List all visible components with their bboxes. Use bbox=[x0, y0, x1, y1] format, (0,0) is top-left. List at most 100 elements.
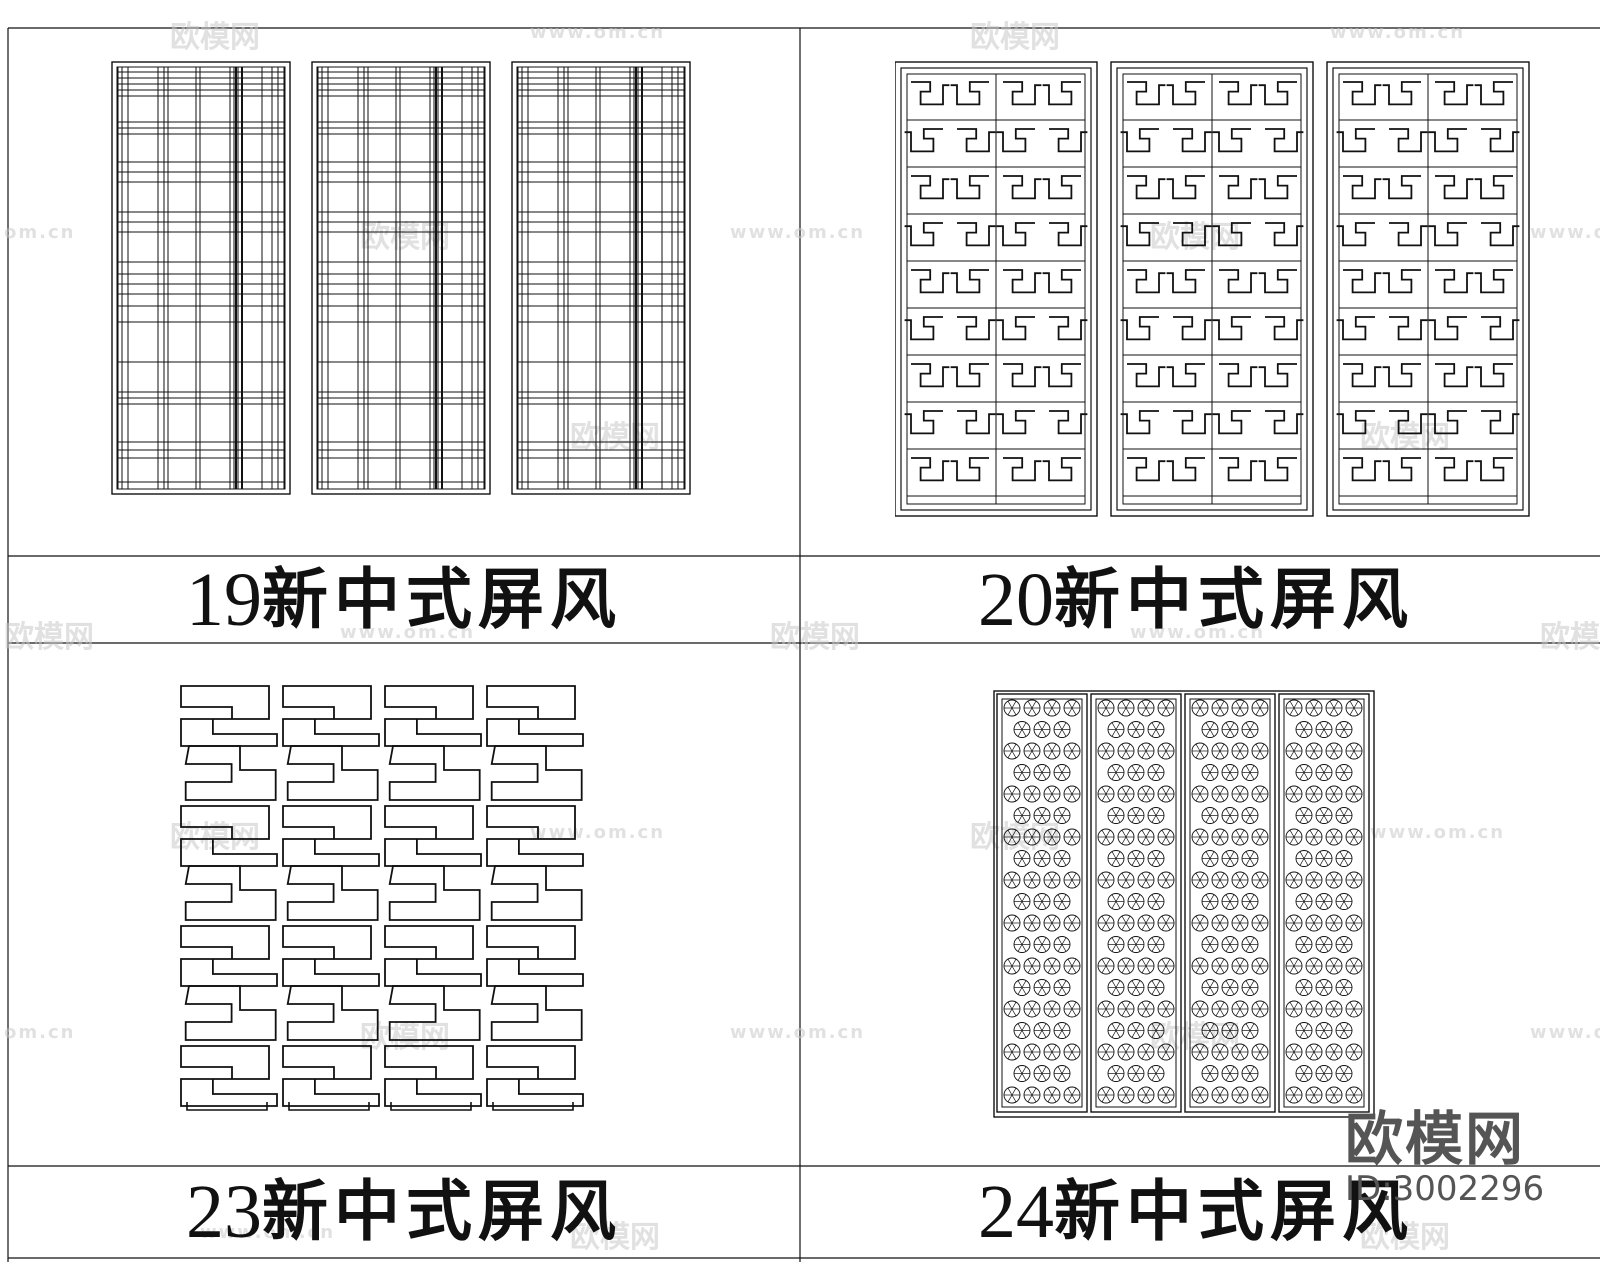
rosette-petal bbox=[1259, 965, 1265, 974]
rosette-petal bbox=[1303, 808, 1309, 816]
rosette-petal bbox=[1041, 894, 1047, 902]
rosette-petal bbox=[1239, 829, 1245, 838]
rosette-petal bbox=[1165, 1087, 1171, 1096]
rosette-petal bbox=[1289, 965, 1295, 974]
rosette-petal bbox=[1333, 1008, 1339, 1017]
rosette-petal bbox=[1051, 922, 1057, 931]
screen-leaf bbox=[1110, 61, 1314, 517]
rosette-petal bbox=[1061, 729, 1067, 737]
rosette-petal bbox=[1329, 1008, 1335, 1017]
rosette-petal bbox=[1333, 829, 1339, 838]
rosette-petal bbox=[1245, 858, 1251, 866]
rosette-petal bbox=[1061, 851, 1067, 859]
rosette-petal bbox=[1349, 1008, 1355, 1017]
rosette-petal bbox=[1071, 958, 1077, 967]
rosette-petal bbox=[1145, 1044, 1151, 1053]
rosette-petal bbox=[1259, 958, 1265, 967]
rosette-petal bbox=[1125, 1008, 1131, 1017]
rosette-petal bbox=[1339, 937, 1345, 945]
fret-motif bbox=[1382, 457, 1421, 482]
rosette-petal bbox=[1027, 750, 1033, 759]
rosette-petal bbox=[1199, 1008, 1205, 1017]
fret-motif bbox=[1474, 81, 1513, 106]
rosette-petal bbox=[1249, 765, 1255, 773]
rosette-petal bbox=[1205, 894, 1211, 902]
rosette-petal bbox=[1215, 879, 1221, 888]
rosette-petal bbox=[1245, 729, 1251, 737]
rosette-petal bbox=[1199, 1044, 1205, 1053]
screen-leaf bbox=[1090, 693, 1182, 1113]
rosette-petal bbox=[1071, 700, 1077, 709]
rosette-petal bbox=[1293, 836, 1299, 845]
rosette-petal bbox=[1293, 1087, 1299, 1096]
fret-motif bbox=[1428, 316, 1467, 341]
rosette-petal bbox=[1037, 894, 1043, 902]
rosette-petal bbox=[1031, 1008, 1037, 1017]
rosette-petal bbox=[1071, 1051, 1077, 1060]
rosette-petal bbox=[1135, 894, 1141, 902]
rosette-petal bbox=[1105, 786, 1111, 795]
rosette-petal bbox=[1293, 829, 1299, 838]
rosette-petal bbox=[1051, 1001, 1057, 1010]
rosette-petal bbox=[1199, 915, 1205, 924]
rosette-petal bbox=[1145, 965, 1151, 974]
rosette-petal bbox=[1245, 1066, 1251, 1074]
rosette-petal bbox=[1105, 1094, 1111, 1103]
rosette-petal bbox=[1027, 872, 1033, 881]
rosette-petal bbox=[1037, 1023, 1043, 1031]
rosette-petal bbox=[1165, 700, 1171, 709]
rosette-petal bbox=[1299, 901, 1305, 909]
rosette-petal bbox=[1071, 1001, 1077, 1010]
rosette-petal bbox=[1011, 1094, 1017, 1103]
rosette-petal bbox=[1205, 987, 1211, 995]
rosette-petal bbox=[1125, 829, 1131, 838]
rosette-petal bbox=[1021, 944, 1027, 952]
rosette-petal bbox=[1229, 1066, 1235, 1074]
rosette-petal bbox=[1165, 786, 1171, 795]
rosette-petal bbox=[1255, 1051, 1261, 1060]
rosette-petal bbox=[1155, 1073, 1161, 1081]
rosette-petal bbox=[1151, 1030, 1157, 1038]
fret-motif bbox=[1481, 316, 1520, 341]
rosette-petal bbox=[1333, 1051, 1339, 1060]
rosette-petal bbox=[1017, 894, 1023, 902]
rosette-petal bbox=[1205, 729, 1211, 737]
rosette-petal bbox=[1021, 980, 1027, 988]
rosette-petal bbox=[1333, 750, 1339, 759]
rosette-petal bbox=[1239, 1094, 1245, 1103]
rosette-petal bbox=[1225, 858, 1231, 866]
rosette-petal bbox=[1323, 772, 1329, 780]
rosette-petal bbox=[1225, 1073, 1231, 1081]
rosette-petal bbox=[1215, 1044, 1221, 1053]
rosette-petal bbox=[1101, 1094, 1107, 1103]
fret-motif bbox=[1219, 363, 1258, 388]
rosette-petal bbox=[1007, 872, 1013, 881]
maze-motif bbox=[486, 685, 584, 747]
rosette-petal bbox=[1219, 836, 1225, 845]
rosette-petal bbox=[1105, 707, 1111, 716]
rosette-petal bbox=[1051, 1094, 1057, 1103]
rosette-petal bbox=[1309, 1044, 1315, 1053]
rosette-petal bbox=[1245, 937, 1251, 945]
rosette-petal bbox=[1353, 922, 1359, 931]
rosette-petal bbox=[1289, 743, 1295, 752]
rosette-petal bbox=[1195, 872, 1201, 881]
rosette-petal bbox=[1145, 1008, 1151, 1017]
rosette-petal bbox=[1131, 808, 1137, 816]
rosette-petal bbox=[1027, 915, 1033, 924]
fret-motif bbox=[950, 175, 989, 200]
rosette-petal bbox=[1303, 937, 1309, 945]
rosette-petal bbox=[1161, 872, 1167, 881]
rosette-petal bbox=[1349, 743, 1355, 752]
rosette-petal bbox=[1071, 879, 1077, 888]
rosette-petal bbox=[1051, 872, 1057, 881]
rosette-petal bbox=[1111, 808, 1117, 816]
rosette-petal bbox=[1309, 872, 1315, 881]
rosette-petal bbox=[1125, 1001, 1131, 1010]
fret-motif bbox=[1389, 222, 1428, 247]
rosette-petal bbox=[1293, 965, 1299, 974]
rosette-petal bbox=[1051, 1051, 1057, 1060]
rosette-petal bbox=[1353, 1094, 1359, 1103]
maze-motif bbox=[184, 985, 277, 1041]
rosette-petal bbox=[1115, 944, 1121, 952]
